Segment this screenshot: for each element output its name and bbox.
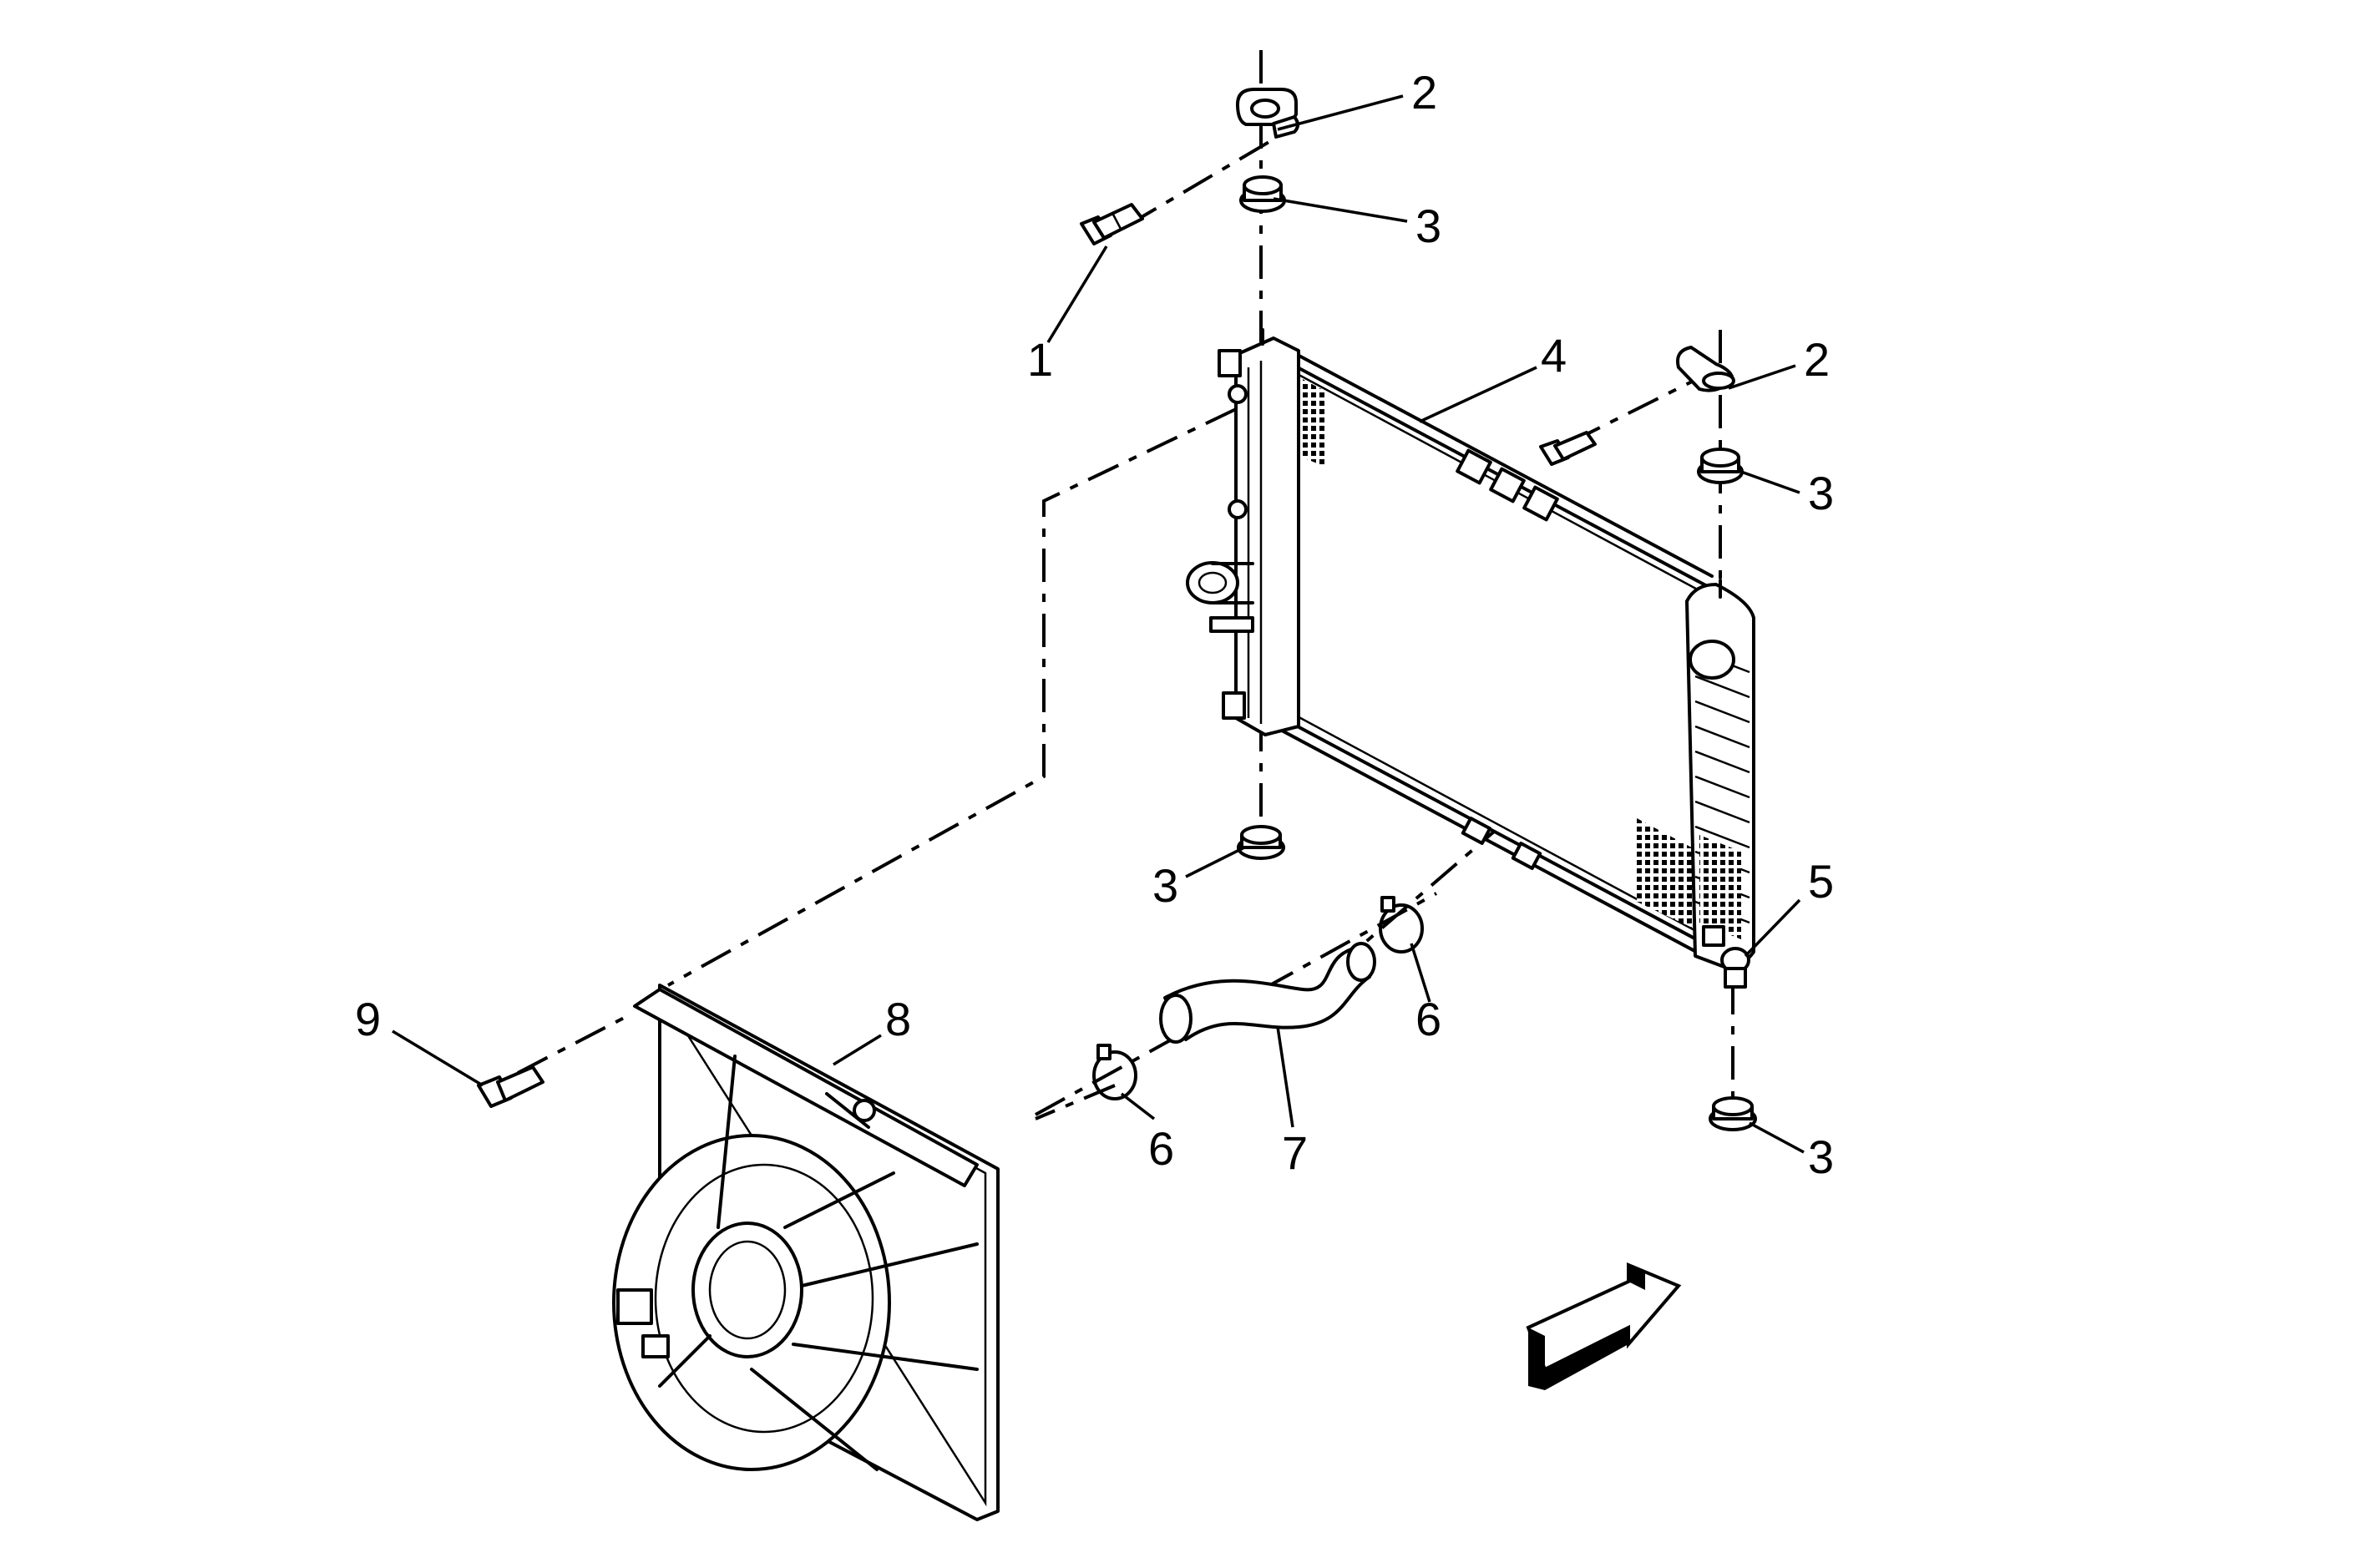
callout-3-top-left: 3 <box>1415 200 1441 252</box>
clamp-part-6-upper[interactable] <box>1379 896 1424 954</box>
bolt-upper-right[interactable] <box>1539 431 1597 466</box>
drain-cock-part-5[interactable] <box>1720 947 1750 989</box>
callout-8: 8 <box>885 993 911 1045</box>
fan-shroud-part-8[interactable] <box>612 984 1000 1521</box>
front-direction-arrow-icon <box>1526 1262 1682 1390</box>
leader-lines <box>392 94 1805 1154</box>
bracket-part-2-upper-right[interactable] <box>1676 346 1735 392</box>
clamp-part-6-lower[interactable] <box>1092 1044 1137 1100</box>
bolt-part-1[interactable] <box>1080 203 1144 245</box>
callout-9: 9 <box>355 993 381 1045</box>
bolt-part-9[interactable] <box>477 1065 544 1108</box>
insulator-part-3-bottom-right[interactable] <box>1709 1096 1757 1131</box>
insulator-part-3-top-left[interactable] <box>1239 175 1286 213</box>
callout-3-top-right: 3 <box>1808 467 1834 519</box>
callouts: 1 2 2 3 3 3 3 4 5 6 6 7 8 9 <box>355 66 1834 1183</box>
hose-part-7[interactable] <box>1159 942 1376 1044</box>
callout-1: 1 <box>1027 333 1053 386</box>
callout-3-bottom-left: 3 <box>1152 859 1178 912</box>
callout-2-right: 2 <box>1804 333 1830 386</box>
shroud-spokes <box>658 1055 979 1471</box>
insulator-part-3-top-right[interactable] <box>1697 448 1744 484</box>
callout-3-bottom-right: 3 <box>1808 1131 1834 1183</box>
callout-6-lower: 6 <box>1148 1122 1174 1175</box>
callout-2-upper: 2 <box>1411 66 1437 119</box>
callout-7: 7 <box>1282 1126 1308 1179</box>
insulator-part-3-bottom-left[interactable] <box>1237 825 1285 860</box>
radiator-part-4[interactable] <box>1186 328 1755 970</box>
callout-6-upper: 6 <box>1415 993 1441 1045</box>
bracket-part-2-upper-left[interactable] <box>1236 88 1299 139</box>
callout-4: 4 <box>1541 329 1567 382</box>
callout-5: 5 <box>1808 855 1834 908</box>
